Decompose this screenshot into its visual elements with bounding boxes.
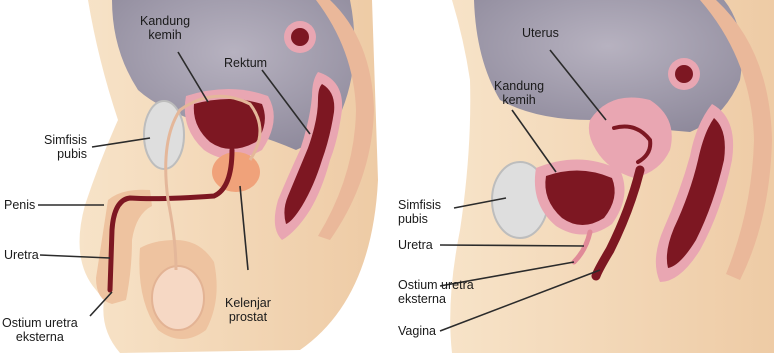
label-male-simfisis-pubis: Simfisis pubis xyxy=(44,133,87,161)
male-testis xyxy=(152,266,204,330)
label-male-kelenjar-line2: prostat xyxy=(225,310,271,324)
label-female-uterus: Uterus xyxy=(522,26,559,40)
label-female-vagina-text: Vagina xyxy=(398,324,436,338)
label-female-simfisis-line2: pubis xyxy=(398,212,441,226)
label-male-rektum-text: Rektum xyxy=(224,56,267,70)
label-male-ostium-line2: eksterna xyxy=(2,330,78,344)
label-male-kelenjar-prostat: Kelenjar prostat xyxy=(225,296,271,324)
label-male-simfisis-line2: pubis xyxy=(44,147,87,161)
label-male-kandung-kemih: Kandung kemih xyxy=(140,14,190,42)
label-male-kandung-kemih-line1: Kandung xyxy=(140,14,190,28)
male-colon-loop-inner xyxy=(291,28,309,46)
label-male-kandung-kemih-line2: kemih xyxy=(140,28,190,42)
label-male-ostium-line1: Ostium uretra xyxy=(2,316,78,330)
label-female-kandung-kemih-line2: kemih xyxy=(494,93,544,107)
label-female-kandung-kemih-line1: Kandung xyxy=(494,79,544,93)
label-female-ostium-line2: eksterna xyxy=(398,292,474,306)
label-male-uretra-text: Uretra xyxy=(4,248,39,262)
label-female-uretra: Uretra xyxy=(398,238,433,252)
label-male-uretra: Uretra xyxy=(4,248,39,262)
label-male-kelenjar-line1: Kelenjar xyxy=(225,296,271,310)
label-female-vagina: Vagina xyxy=(398,324,436,338)
label-female-simfisis-line1: Simfisis xyxy=(398,198,441,212)
label-female-kandung-kemih: Kandung kemih xyxy=(494,79,544,107)
label-male-simfisis-line1: Simfisis xyxy=(44,133,87,147)
label-female-ostium-line1: Ostium uretra xyxy=(398,278,474,292)
pointer-female-uretra xyxy=(440,245,584,246)
label-male-rektum: Rektum xyxy=(224,56,267,70)
female-colon-loop-inner xyxy=(675,65,693,83)
female-panel xyxy=(450,0,774,353)
label-male-penis: Penis xyxy=(4,198,35,212)
label-female-uterus-text: Uterus xyxy=(522,26,559,40)
label-male-penis-text: Penis xyxy=(4,198,35,212)
label-male-ostium-uretra-eksterna: Ostium uretra eksterna xyxy=(2,316,78,344)
label-female-ostium-uretra-eksterna: Ostium uretra eksterna xyxy=(398,278,474,306)
label-female-uretra-text: Uretra xyxy=(398,238,433,252)
label-female-simfisis-pubis: Simfisis pubis xyxy=(398,198,441,226)
